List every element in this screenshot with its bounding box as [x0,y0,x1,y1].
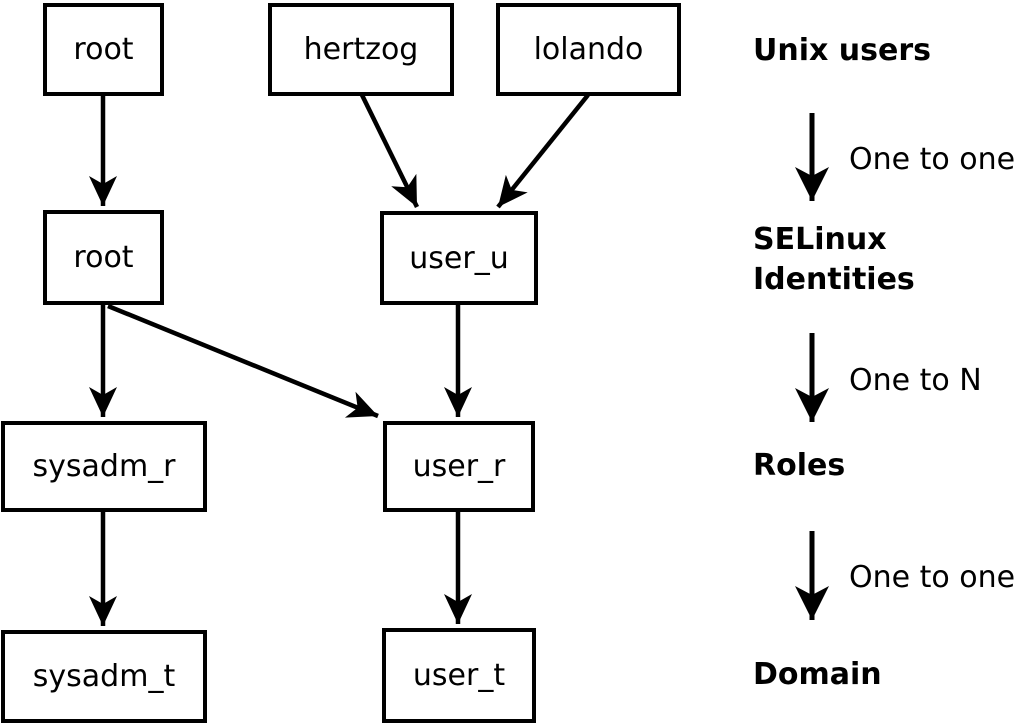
node-unix-lolando: lolando [496,3,681,96]
node-domain-sysadm-t: sysadm_t [1,630,207,723]
node-domain-user-t-label: user_t [412,658,506,693]
node-selinux-user-u: user_u [380,211,538,305]
legend-level-selinux-identities: SELinux Identities [753,222,915,297]
node-unix-hertzog-label: hertzog [303,32,419,67]
node-unix-lolando-label: lolando [533,32,644,67]
legend-level-roles: Roles [753,448,846,483]
legend-level-unix-users: Unix users [753,33,932,68]
legend-relation-one-to-one-2: One to one [849,560,1016,595]
node-selinux-root-label: root [73,240,134,275]
node-selinux-root: root [43,210,164,305]
legend-relation-one-to-one-1: One to one [849,142,1016,177]
node-selinux-user-u-label: user_u [409,240,509,276]
node-unix-hertzog: hertzog [268,3,454,96]
node-unix-root-label: root [73,32,134,67]
node-domain-user-t: user_t [382,628,536,723]
legend-level-domain: Domain [753,657,882,692]
node-role-sysadm-r: sysadm_r [1,421,207,512]
edge-lolando-to-useru-arrow [496,93,590,209]
node-domain-sysadm-t-label: sysadm_t [32,659,176,694]
node-role-sysadm-r-label: sysadm_r [32,449,176,484]
edge-selinuxroot-to-userr-arrow [107,303,379,419]
legend-relation-one-to-n: One to N [849,363,982,398]
edge-hertzog-to-useru-arrow [359,94,420,208]
node-role-user-r: user_r [383,421,535,512]
node-role-user-r-label: user_r [412,449,506,484]
node-unix-root: root [43,3,164,96]
